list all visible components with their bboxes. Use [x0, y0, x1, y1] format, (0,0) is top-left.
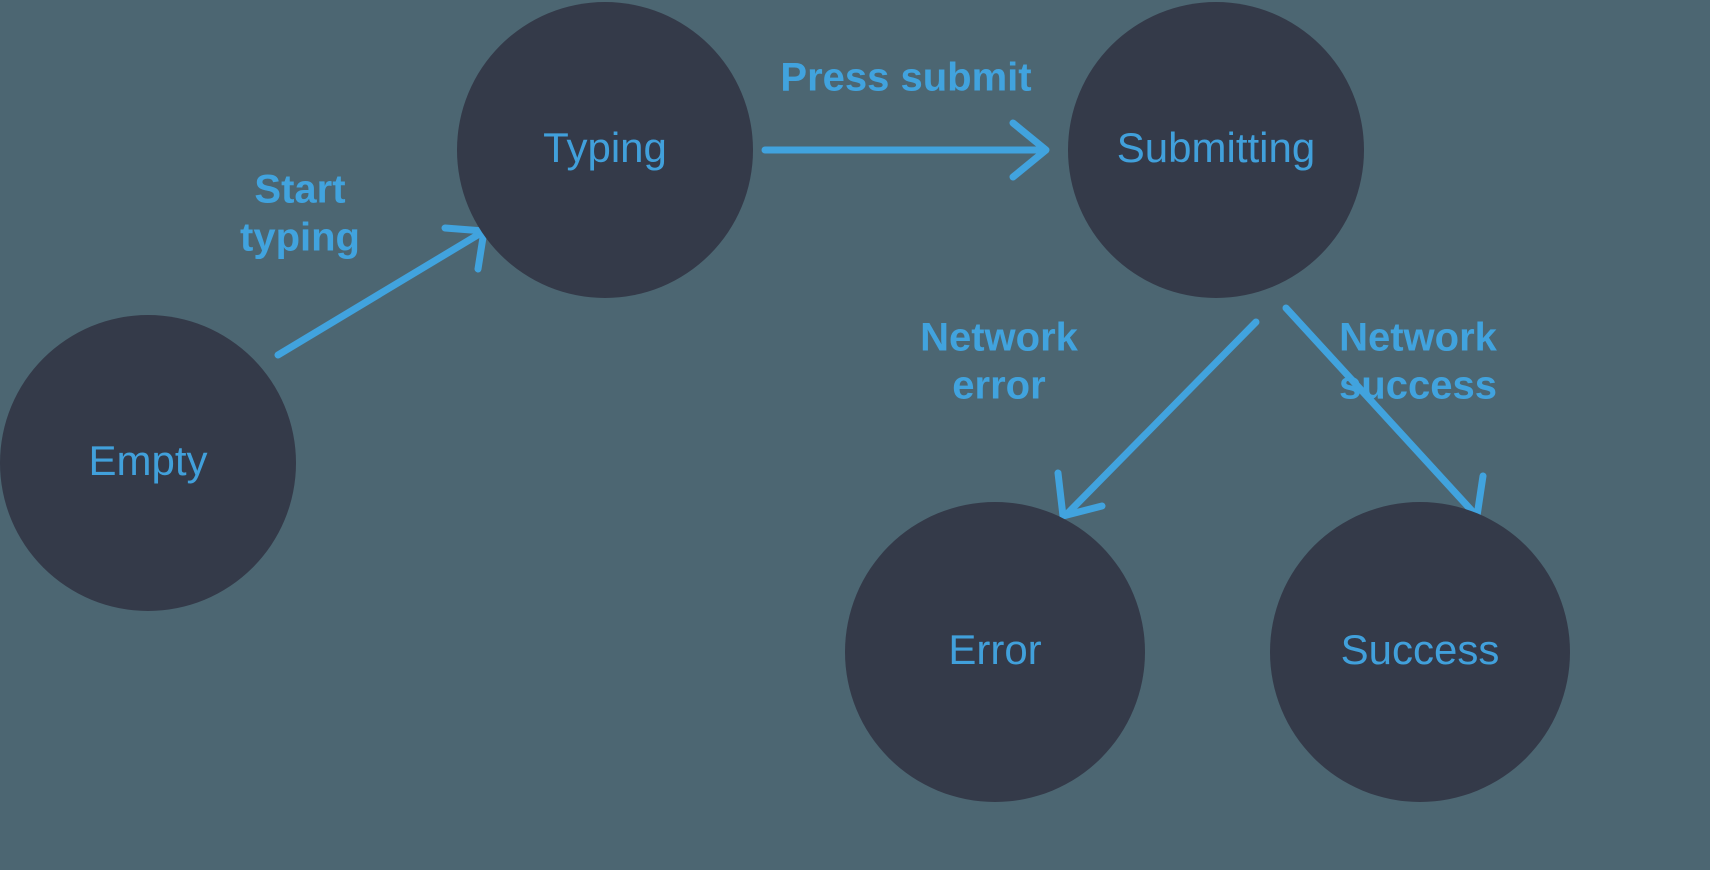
edge-typing-to-submitting-arrowhead	[1009, 119, 1050, 181]
edge-empty-to-typing-line	[274, 229, 485, 359]
edge-submitting-to-error	[1054, 318, 1260, 520]
edge-label-network-success-line1: Network	[1339, 316, 1498, 360]
edge-label-press-submit: Press submit	[780, 56, 1031, 100]
edge-submitting-to-error-arrowhead	[1054, 469, 1106, 520]
node-typing[interactable]: Typing	[457, 2, 753, 298]
node-empty-circle[interactable]	[0, 315, 296, 611]
node-success[interactable]: Success	[1270, 502, 1570, 802]
edge-submitting-to-error-line	[1064, 318, 1260, 517]
node-error-label: Error	[948, 626, 1041, 673]
edge-label-start-typing-line2: typing	[240, 216, 360, 260]
edge-submitting-to-success-line	[1282, 304, 1477, 516]
node-error-circle[interactable]	[845, 502, 1145, 802]
edge-label-network-success-line2: success	[1339, 364, 1497, 408]
node-submitting-label: Submitting	[1117, 124, 1315, 171]
edge-typing-to-submitting	[761, 119, 1050, 181]
node-empty-label: Empty	[88, 437, 207, 484]
node-success-circle[interactable]	[1270, 502, 1570, 802]
node-submitting-circle[interactable]	[1068, 2, 1364, 298]
edge-label-network-error-line1: Network	[920, 316, 1079, 360]
node-error[interactable]: Error	[845, 502, 1145, 802]
node-typing-circle[interactable]	[457, 2, 753, 298]
edge-label-network-success: Network success	[1339, 316, 1498, 408]
edge-label-press-submit-line1: Press submit	[780, 56, 1031, 100]
edge-label-start-typing: Start typing	[240, 168, 360, 260]
node-typing-label: Typing	[543, 124, 667, 171]
node-success-label: Success	[1341, 626, 1500, 673]
edge-label-network-error-line2: error	[952, 364, 1045, 408]
edge-label-network-error: Network error	[920, 316, 1079, 408]
node-submitting[interactable]: Submitting	[1068, 2, 1364, 298]
edge-label-start-typing-line1: Start	[254, 168, 345, 212]
node-empty[interactable]: Empty	[0, 315, 296, 611]
